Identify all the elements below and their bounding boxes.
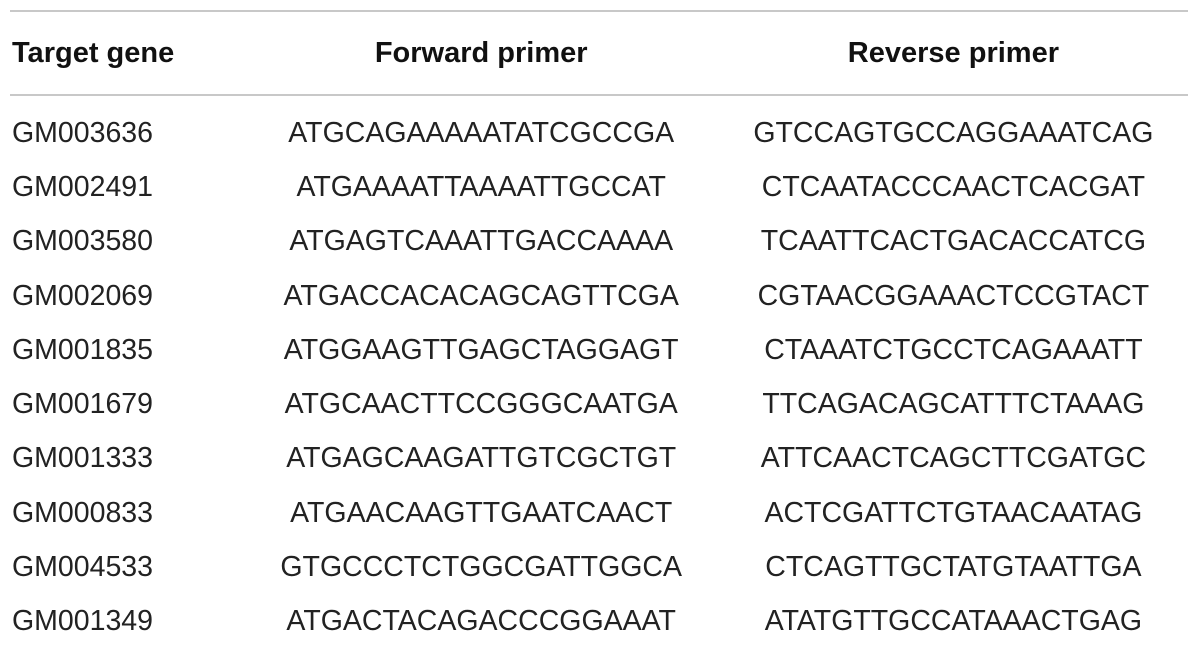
table-row: GM000833 ATGAACAAGTTGAATCAACT ACTCGATTCT… (10, 486, 1188, 540)
top-rule (10, 10, 1188, 12)
cell-reverse-primer: TTCAGACAGCATTTCTAAAG (762, 388, 1145, 421)
cell-forward-primer: ATGAACAAGTTGAATCAACT (290, 496, 673, 529)
cell-target-gene: GM002069 (12, 279, 154, 312)
cell-forward-primer: ATGAAAATTAAAATTGCCAT (296, 170, 666, 203)
cell-forward-primer: GTGCCCTCTGGCGATTGGCA (280, 551, 683, 584)
table-row: GM001349 ATGACTACAGACCCGGAAAT ATATGTTGCC… (10, 595, 1188, 649)
cell-reverse-primer: CGTAACGGAAACTCCGTACT (757, 279, 1150, 312)
header-target-gene: Target gene (12, 36, 175, 69)
header-rule (10, 94, 1188, 96)
primer-table: Target gene Forward primer Reverse prime… (10, 10, 1188, 649)
table-header-row: Target gene Forward primer Reverse prime… (10, 12, 1188, 94)
cell-reverse-primer: CTCAATACCCAACTCACGAT (761, 170, 1145, 203)
table-row: GM002069 ATGACCACACAGCAGTTCGA CGTAACGGAA… (10, 269, 1188, 323)
cell-target-gene: GM001333 (12, 442, 154, 475)
cell-forward-primer: ATGCAGAAAAATATCGCCGA (288, 116, 675, 149)
table-row: GM004533 GTGCCCTCTGGCGATTGGCA CTCAGTTGCT… (10, 540, 1188, 594)
cell-target-gene: GM001679 (12, 388, 154, 421)
header-forward-primer: Forward primer (374, 36, 588, 69)
cell-reverse-primer: ATATGTTGCCATAAACTGAG (764, 605, 1143, 638)
cell-target-gene: GM002491 (12, 170, 154, 203)
cell-reverse-primer: GTCCAGTGCCAGGAAATCAG (753, 116, 1154, 149)
table-row: GM003636 ATGCAGAAAAATATCGCCGA GTCCAGTGCC… (10, 106, 1188, 160)
table-row: GM002491 ATGAAAATTAAAATTGCCAT CTCAATACCC… (10, 160, 1188, 214)
cell-target-gene: GM003636 (12, 116, 154, 149)
cell-target-gene: GM000833 (12, 496, 154, 529)
cell-forward-primer: ATGACCACACAGCAGTTCGA (283, 279, 679, 312)
cell-reverse-primer: ACTCGATTCTGTAACAATAG (764, 496, 1143, 529)
table-row: GM001333 ATGAGCAAGATTGTCGCTGT ATTCAACTCA… (10, 432, 1188, 486)
cell-reverse-primer: ATTCAACTCAGCTTCGATGC (760, 442, 1147, 475)
table-row: GM001679 ATGCAACTTCCGGGCAATGA TTCAGACAGC… (10, 377, 1188, 431)
cell-target-gene: GM001349 (12, 605, 154, 638)
header-reverse-primer: Reverse primer (847, 36, 1059, 69)
cell-forward-primer: ATGAGTCAAATTGACCAAAA (289, 225, 674, 258)
cell-reverse-primer: CTAAATCTGCCTCAGAAATT (764, 333, 1143, 366)
cell-forward-primer: ATGGAAGTTGAGCTAGGAGT (283, 333, 679, 366)
cell-target-gene: GM003580 (12, 225, 154, 258)
cell-forward-primer: ATGACTACAGACCCGGAAAT (286, 605, 676, 638)
table-row: GM001835 ATGGAAGTTGAGCTAGGAGT CTAAATCTGC… (10, 323, 1188, 377)
cell-reverse-primer: TCAATTCACTGACACCATCG (760, 225, 1147, 258)
cell-forward-primer: ATGCAACTTCCGGGCAATGA (284, 388, 678, 421)
cell-reverse-primer: CTCAGTTGCTATGTAATTGA (765, 551, 1142, 584)
table-row: GM003580 ATGAGTCAAATTGACCAAAA TCAATTCACT… (10, 215, 1188, 269)
cell-target-gene: GM001835 (12, 333, 154, 366)
table-body: GM003636 ATGCAGAAAAATATCGCCGA GTCCAGTGCC… (10, 96, 1188, 649)
cell-target-gene: GM004533 (12, 551, 154, 584)
cell-forward-primer: ATGAGCAAGATTGTCGCTGT (286, 442, 677, 475)
